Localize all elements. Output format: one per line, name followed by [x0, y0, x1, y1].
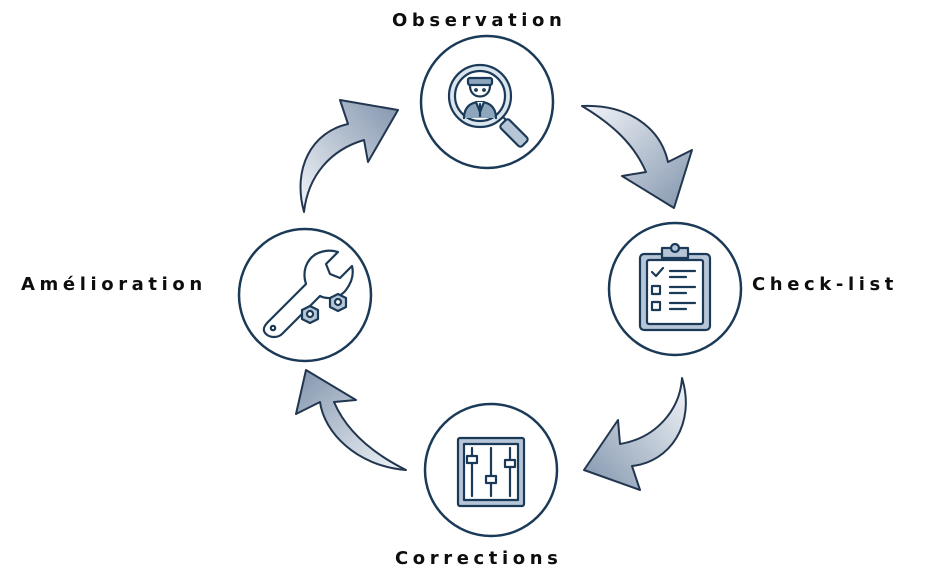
wrench-nuts-icon — [262, 249, 354, 339]
clipboard-checklist-icon — [638, 242, 712, 332]
checklist-label: Check-list — [752, 274, 899, 295]
arrow-observation-to-checklist — [581, 104, 693, 209]
arrow-corrections-to-amelioration — [295, 369, 407, 471]
corrections-label: Corrections — [395, 548, 563, 569]
magnifier-inspector-icon — [447, 63, 529, 148]
sliders-adjust-icon — [456, 436, 526, 508]
observation-label: Observation — [392, 10, 567, 31]
amelioration-label: Amélioration — [21, 274, 207, 295]
arrow-checklist-to-corrections — [583, 377, 687, 491]
arrow-amelioration-to-observation — [299, 99, 399, 213]
